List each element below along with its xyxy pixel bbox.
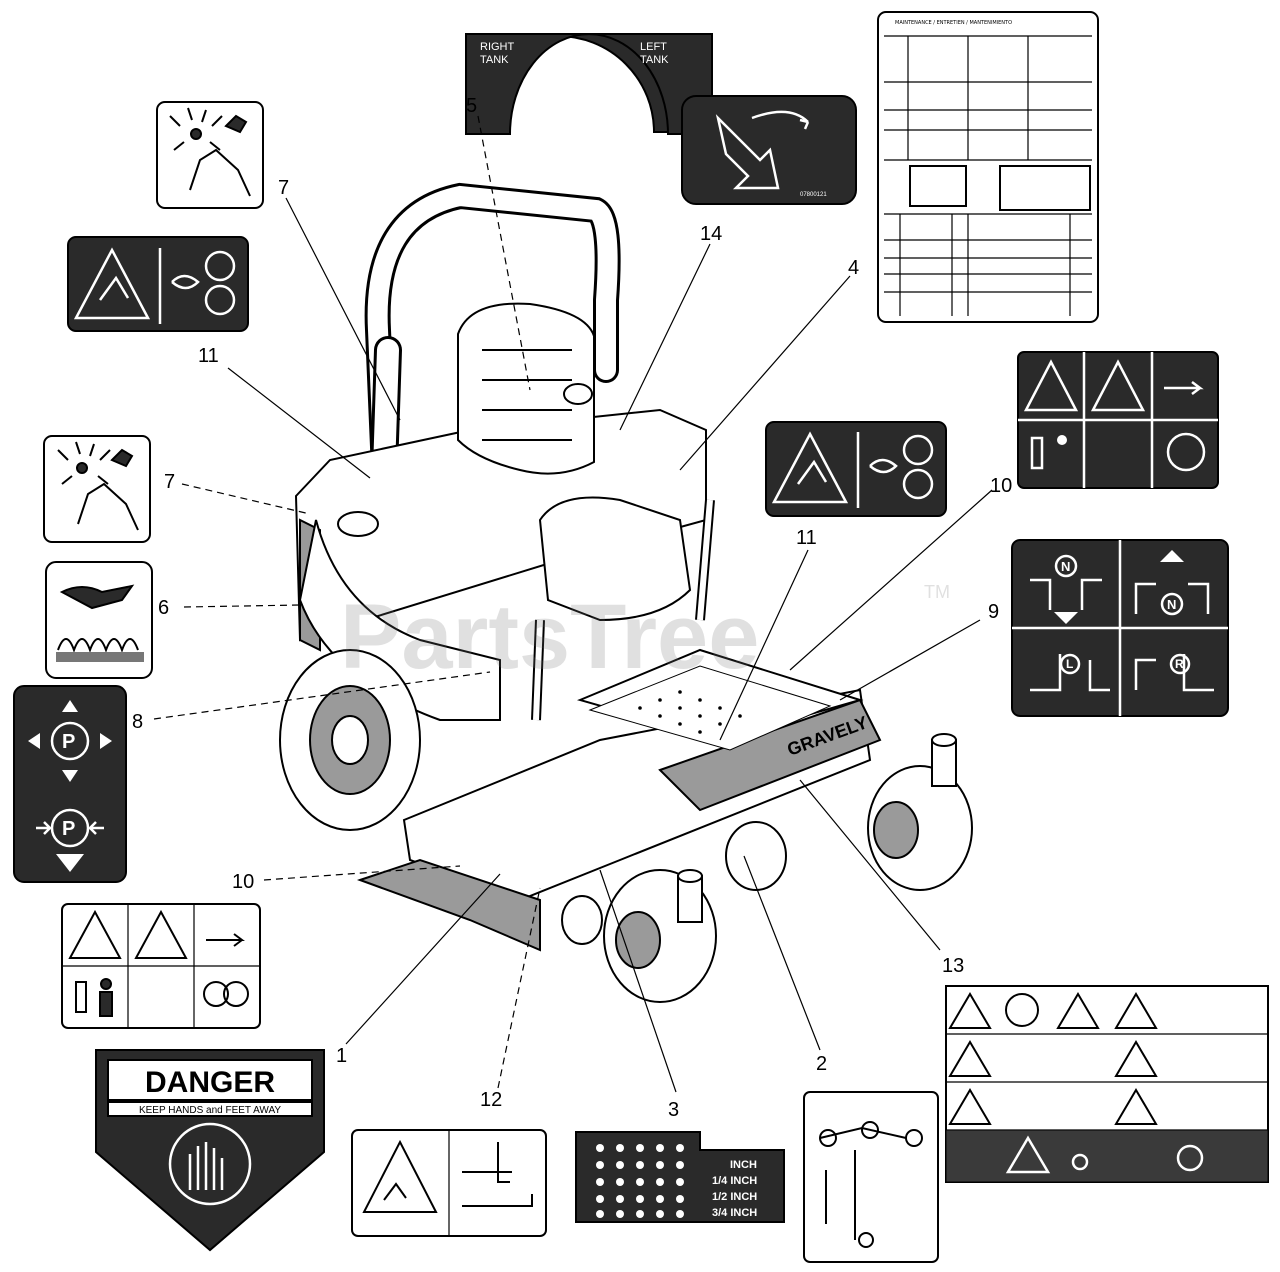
callout-10-left: 10: [232, 871, 254, 893]
callout-11-right: 11: [796, 527, 817, 549]
mower-illustration: GRAVELY: [279, 182, 973, 1003]
danger-subtitle: KEEP HANDS and FEET AWAY: [139, 1105, 281, 1116]
cutting-height-decal: INCH 1/4 INCH 1/2 INCH 3/4 INCH: [575, 1131, 785, 1223]
watermark-tm: TM: [924, 582, 950, 602]
callout-6: 6: [158, 597, 169, 619]
watermark-text: PartsTree: [340, 586, 759, 688]
danger-word: DANGER: [145, 1066, 275, 1099]
off-label: OFF: [578, 124, 598, 135]
neutral-mark-2: N: [1167, 597, 1176, 612]
height-row-2: 1/4 INCH: [712, 1175, 757, 1187]
steering-neutral-decal: N N L R: [1011, 539, 1229, 717]
callout-11-left: 11: [198, 345, 219, 367]
callout-7-left: 7: [164, 471, 175, 493]
callout-5: 5: [466, 95, 477, 117]
parking-brake-decal: P P: [13, 685, 127, 883]
left-turn-mark: L: [1066, 657, 1073, 671]
right-turn-mark: R: [1175, 657, 1184, 671]
neutral-mark-1: N: [1061, 559, 1070, 574]
height-dot-grid: [596, 1144, 684, 1218]
park-mark-2: P: [62, 818, 75, 840]
watermark: PartsTree TM: [340, 582, 950, 688]
belt-routing-decal: [803, 1091, 939, 1263]
seat-lever-decal: 07800121: [681, 95, 857, 205]
callout-2: 2: [816, 1053, 827, 1075]
thrown-objects-decal-left: [43, 435, 151, 543]
callout-10-right: 10: [990, 475, 1012, 497]
danger-keep-hands-feet-away-decal: DANGER KEEP HANDS and FEET AWAY: [95, 1049, 325, 1252]
callout-13: 13: [942, 955, 964, 977]
maintenance-chart-decal: MAINTENANCE / ENTRETIEN / MANTENIMIENTO: [877, 11, 1099, 323]
safety-warning-decal-right: [1017, 351, 1219, 489]
safety-warning-decal-left: [61, 903, 261, 1029]
callout-numbers: 5 14 4 7 11 7 6 8 10 1 12 3 2 13 9 10 11: [132, 95, 1012, 1121]
callout-12: 12: [480, 1089, 502, 1111]
callout-7-top: 7: [278, 177, 289, 199]
park-mark-1: P: [62, 731, 75, 753]
thrown-objects-decal-top: [156, 101, 264, 209]
height-row-3: 1/2 INCH: [712, 1191, 757, 1203]
height-row-4: 3/4 INCH: [712, 1207, 757, 1219]
warning-decal-12: [351, 1129, 547, 1237]
hot-surface-decal: [45, 561, 153, 679]
callout-1: 1: [336, 1045, 347, 1067]
seat-decal-code: 07800121: [800, 192, 827, 198]
callout-4: 4: [848, 257, 859, 279]
both-label: BOTH: [575, 92, 600, 102]
callout-8: 8: [132, 711, 143, 733]
maintenance-title: MAINTENANCE / ENTRETIEN / MANTENIMIENTO: [895, 20, 1012, 26]
callout-9: 9: [988, 601, 999, 623]
callout-3: 3: [668, 1099, 679, 1121]
warning-decal-pair-left: [67, 236, 249, 332]
large-safety-decal: [945, 985, 1269, 1183]
warning-decal-pair-right: [765, 421, 947, 517]
leader-lines: [153, 115, 993, 1093]
height-row-1: INCH: [730, 1159, 757, 1171]
callout-14: 14: [700, 223, 722, 245]
